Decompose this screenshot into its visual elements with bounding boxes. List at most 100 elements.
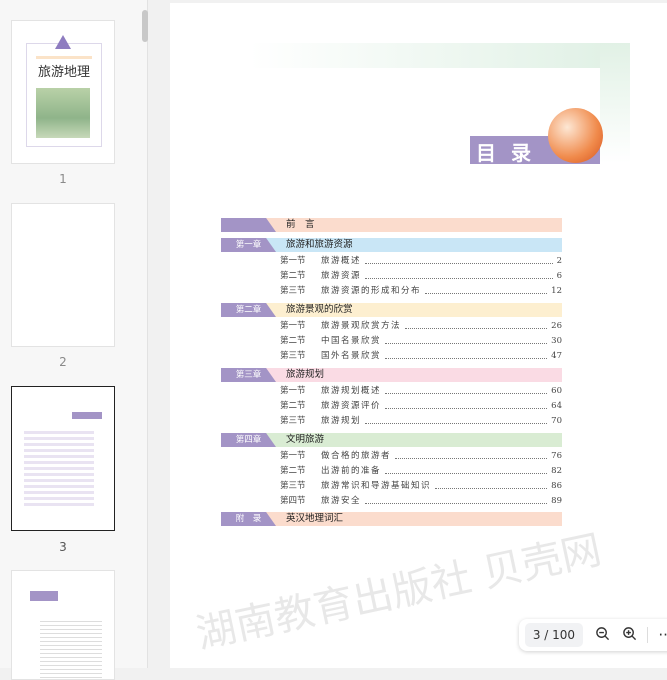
section-number: 第四节 xyxy=(280,496,306,506)
globe-icon xyxy=(548,108,603,163)
chapter-title: 文明旅游 xyxy=(286,434,325,445)
section-page: 86 xyxy=(551,481,562,491)
thumbnail-page-2[interactable] xyxy=(11,203,115,347)
leader-dots xyxy=(365,256,553,264)
toc-section[interactable]: 第三节 旅游资源的形成和分布 12 xyxy=(221,284,562,298)
thumbnail-sidebar: 旅游地理 1 2 3 xyxy=(0,0,148,680)
toc-chapter[interactable]: 附 录英汉地理词汇 xyxy=(221,512,562,526)
mini-heading xyxy=(30,591,58,601)
section-title: 中国名景欣赏 xyxy=(321,336,382,346)
section-page: 70 xyxy=(551,416,562,426)
toolbar-divider xyxy=(647,627,648,643)
chapter-label: 第三章 xyxy=(221,368,276,382)
section-title: 旅游资源 xyxy=(321,271,362,281)
section-page: 89 xyxy=(551,496,562,506)
chapter-title: 旅游规划 xyxy=(286,369,325,380)
toc-chapter[interactable]: 第一章旅游和旅游资源 xyxy=(221,238,562,252)
section-title: 旅游常识和导游基础知识 xyxy=(321,481,432,491)
section-number: 第一节 xyxy=(280,256,306,266)
chapter-title: 英汉地理词汇 xyxy=(286,513,344,524)
leader-dots xyxy=(365,416,548,424)
chapter-label: 第二章 xyxy=(221,303,276,317)
chapter-label: 第四章 xyxy=(221,433,276,447)
toc-section[interactable]: 第二节 旅游资源 6 xyxy=(221,269,562,283)
section-title: 旅游概述 xyxy=(321,256,362,266)
section-number: 第二节 xyxy=(280,336,306,346)
leader-dots xyxy=(385,336,548,344)
section-number: 第一节 xyxy=(280,321,306,331)
section-number: 第二节 xyxy=(280,466,306,476)
thumbnail-page-4[interactable] xyxy=(11,570,115,680)
section-title: 出游前的准备 xyxy=(321,466,382,476)
toc-chapter[interactable]: 前 言 xyxy=(221,218,562,232)
leader-dots xyxy=(435,481,548,489)
sidebar-scrollbar[interactable] xyxy=(142,10,148,42)
section-page: 12 xyxy=(551,286,562,296)
section-title: 国外名景欣赏 xyxy=(321,351,382,361)
zoom-out-icon[interactable] xyxy=(589,626,616,645)
leader-dots xyxy=(365,271,553,279)
section-page: 82 xyxy=(551,466,562,476)
section-number: 第三节 xyxy=(280,286,306,296)
section-number: 第三节 xyxy=(280,416,306,426)
thumbnail-page-1[interactable]: 旅游地理 xyxy=(11,20,115,164)
section-number: 第二节 xyxy=(280,271,306,281)
section-page: 6 xyxy=(556,271,562,281)
toc-section[interactable]: 第一节 旅游概述 2 xyxy=(221,254,562,268)
section-number: 第一节 xyxy=(280,386,306,396)
toc-chapter[interactable]: 第二章旅游景观的欣赏 xyxy=(221,303,562,317)
cover-band xyxy=(36,56,92,59)
section-title: 旅游景观欣赏方法 xyxy=(321,321,402,331)
section-number: 第二节 xyxy=(280,401,306,411)
header-stripe xyxy=(250,43,630,68)
section-page: 2 xyxy=(556,256,562,266)
section-title: 旅游资源评价 xyxy=(321,401,382,411)
mini-heading xyxy=(72,412,102,419)
header-stripe xyxy=(600,43,630,163)
chapter-label: 附 录 xyxy=(221,512,276,526)
section-page: 76 xyxy=(551,451,562,461)
thumbnail-page-3[interactable] xyxy=(11,386,115,531)
chapter-title: 旅游和旅游资源 xyxy=(286,239,353,250)
toc-section[interactable]: 第二节 出游前的准备 82 xyxy=(221,464,562,478)
toc-chapter[interactable]: 第四章文明旅游 xyxy=(221,433,562,447)
leader-dots xyxy=(385,386,548,394)
section-title: 旅游资源的形成和分布 xyxy=(321,286,422,296)
section-page: 60 xyxy=(551,386,562,396)
chapter-label xyxy=(221,218,276,232)
viewer-toolbar: 3 / 100 ··· xyxy=(519,619,667,651)
page-indicator[interactable]: 3 / 100 xyxy=(525,623,583,647)
chapter-title: 前 言 xyxy=(286,219,315,230)
cover-image xyxy=(36,88,90,138)
section-page: 26 xyxy=(551,321,562,331)
section-number: 第三节 xyxy=(280,351,306,361)
toc-section[interactable]: 第三节 旅游常识和导游基础知识 86 xyxy=(221,479,562,493)
thumbnail-page-number: 2 xyxy=(59,355,67,369)
section-number: 第三节 xyxy=(280,481,306,491)
leader-dots xyxy=(365,496,548,504)
thumbnail-page-number: 1 xyxy=(59,172,67,186)
leader-dots xyxy=(385,351,548,359)
toc-chapter[interactable]: 第三章旅游规划 xyxy=(221,368,562,382)
leader-dots xyxy=(385,466,548,474)
more-icon[interactable]: ··· xyxy=(658,626,667,644)
section-number: 第一节 xyxy=(280,451,306,461)
toc-heading: 目 录 xyxy=(476,141,535,165)
toc-section[interactable]: 第一节 旅游景观欣赏方法 26 xyxy=(221,319,562,333)
chapter-title: 旅游景观的欣赏 xyxy=(286,304,353,315)
thumbnail-page-number: 3 xyxy=(59,540,67,554)
zoom-in-icon[interactable] xyxy=(616,626,643,645)
leader-dots xyxy=(405,321,548,329)
leader-dots xyxy=(395,451,548,459)
section-title: 旅游安全 xyxy=(321,496,362,506)
leader-dots xyxy=(425,286,548,294)
mini-toc xyxy=(24,431,94,509)
toc-section[interactable]: 第四节 旅游安全 89 xyxy=(221,494,562,508)
